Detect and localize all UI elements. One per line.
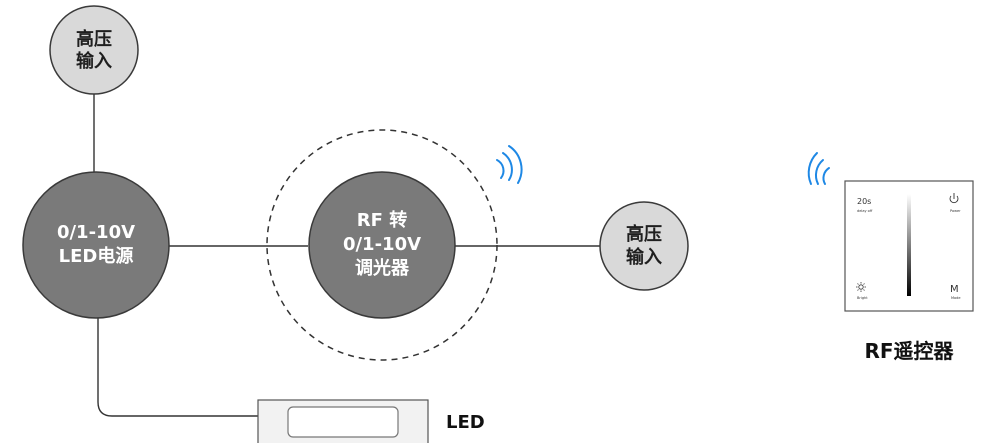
rf-remote-panel: 20s delay off Power Bright M Mode <box>844 180 974 312</box>
led-label: LED <box>446 412 485 433</box>
rf-dimmer-line3: 调光器 <box>355 257 410 279</box>
hv-input-top-line2: 输入 <box>76 50 112 72</box>
power-supply-node: 0/1-10V LED电源 <box>22 171 170 319</box>
led-lens <box>287 406 399 438</box>
hv-input-top-node: 高压 输入 <box>49 5 139 95</box>
rf-range-dashed-ring <box>266 129 498 361</box>
rf-dimmer-circle <box>308 171 456 319</box>
remote-brightness-sub: Bright <box>857 296 868 300</box>
hv-input-top-circle <box>49 5 139 95</box>
remote-timer-value: 20s <box>857 197 871 206</box>
remote-mode-sub: Mode <box>951 296 961 300</box>
remote-power-sub: Power <box>950 209 961 213</box>
hv-input-right-node: 高压 输入 <box>599 201 689 291</box>
power-supply-line2: LED电源 <box>59 245 134 267</box>
remote-wireless-icon <box>807 152 830 185</box>
led-module: LED <box>257 399 485 447</box>
rf-dimmer-node: RF 转 0/1-10V 调光器 <box>266 129 498 361</box>
hv-input-top-line1: 高压 <box>76 28 112 50</box>
remote-timer-sub: delay off <box>857 209 873 213</box>
remote-caption: RF遥控器 <box>864 339 954 363</box>
rf-dimmer-line2: 0/1-10V <box>343 234 421 255</box>
wires <box>93 93 600 417</box>
remote-mode-symbol: M <box>950 284 959 295</box>
wire-supply-to-led <box>97 318 258 417</box>
remote-power-icon <box>949 193 959 204</box>
power-supply-line1: 0/1-10V <box>57 222 135 243</box>
remote-brightness-icon <box>856 282 866 292</box>
hv-input-right-line2: 输入 <box>626 246 662 268</box>
power-supply-circle <box>22 171 170 319</box>
hv-input-right-line1: 高压 <box>626 223 662 245</box>
wireless-signal-icon <box>496 145 523 184</box>
remote-brightness-slider <box>907 194 911 296</box>
rf-dimmer-line1: RF 转 <box>357 209 407 231</box>
hv-input-right-circle <box>599 201 689 291</box>
